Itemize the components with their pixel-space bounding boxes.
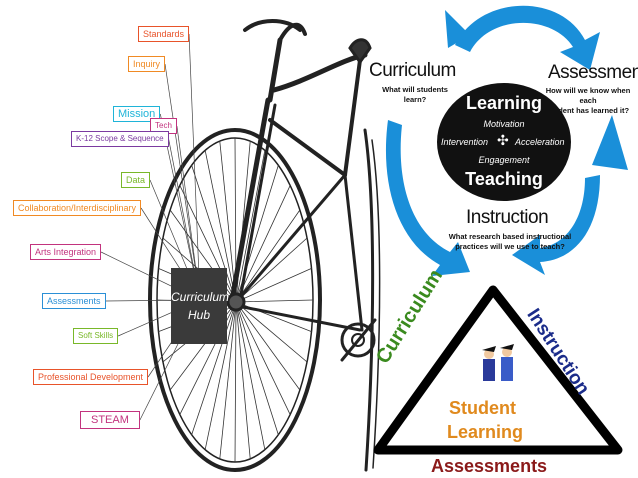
center-engagement: Engagement bbox=[478, 155, 530, 165]
center-intervention: Intervention bbox=[441, 137, 489, 147]
label-inquiry: Inquiry bbox=[128, 56, 166, 72]
label-arts-integration: Arts Integration bbox=[30, 244, 102, 260]
wheel-spoke bbox=[235, 185, 291, 303]
wheel-spoke bbox=[235, 301, 291, 415]
assessment-question-line1: How will we know when each bbox=[545, 86, 631, 105]
label-steam: STEAM bbox=[80, 411, 140, 429]
cycle-curriculum-title: Curriculum bbox=[369, 60, 456, 81]
cycle-curriculum-question: What will students learn? bbox=[382, 85, 448, 104]
graduates-icon bbox=[482, 344, 514, 381]
wheel-spoke bbox=[235, 299, 314, 303]
cycle-instruction-title: Instruction bbox=[466, 207, 549, 228]
wheel-spoke bbox=[219, 301, 237, 460]
curriculum-hub-box: Curriculum Hub bbox=[171, 268, 230, 344]
four-way-arrow-icon: ✣ bbox=[497, 132, 509, 148]
instruction-question-line1: What research based instructional bbox=[448, 232, 572, 241]
wheel-spoke bbox=[219, 140, 237, 303]
wheel-spoke bbox=[235, 301, 301, 391]
wheel-spoke bbox=[235, 209, 301, 303]
label-k12-scope-sequence: K-12 Scope & Sequence bbox=[71, 131, 169, 147]
label-soft-skills: Soft Skills bbox=[73, 328, 119, 344]
cycle-assessment-question: How will we know when each student has l… bbox=[538, 86, 638, 116]
wheel-spoke bbox=[235, 149, 266, 303]
instruction-question-line2: practices will we use to teach? bbox=[455, 242, 565, 251]
assessment-question-line2: student has learned it? bbox=[546, 106, 630, 115]
learning-teaching-circle: Learning Motivation Intervention ✣ Accel… bbox=[437, 83, 571, 201]
label-professional-development: Professional Development bbox=[33, 369, 149, 385]
center-motivation: Motivation bbox=[483, 119, 525, 129]
wheel-spoke bbox=[191, 301, 237, 436]
wheel-spoke bbox=[234, 301, 237, 463]
label-data: Data bbox=[121, 172, 151, 188]
wheel-spoke bbox=[235, 301, 279, 436]
wheel-spoke bbox=[235, 237, 308, 303]
label-leader-line bbox=[164, 63, 201, 301]
wheel-spoke bbox=[235, 301, 308, 363]
triangle-student-label: Student bbox=[449, 398, 516, 418]
cycle-assessment-title: Assessment bbox=[548, 62, 638, 83]
wheel-spoke bbox=[204, 149, 237, 303]
hub-line1: Curriculum bbox=[171, 290, 230, 304]
center-learning: Learning bbox=[465, 93, 542, 113]
wheel-spoke bbox=[235, 301, 251, 460]
label-assessments: Assessments bbox=[42, 293, 106, 309]
hub-line2: Hub bbox=[187, 308, 210, 322]
label-collaboration: Collaboration/Interdisciplinary bbox=[13, 200, 142, 216]
triangle-assessments-label: Assessments bbox=[431, 456, 548, 476]
label-leader-line bbox=[188, 33, 201, 301]
wheel-spoke bbox=[235, 301, 266, 451]
label-mission: Mission bbox=[113, 106, 161, 122]
triangle-learning-label: Learning bbox=[447, 422, 524, 442]
center-teaching: Teaching bbox=[465, 169, 543, 189]
wheel-spoke bbox=[191, 164, 237, 303]
label-standards: Standards bbox=[138, 26, 190, 42]
cycle-instruction-question: What research based instructional practi… bbox=[445, 232, 575, 252]
center-acceleration: Acceleration bbox=[515, 137, 565, 147]
wheel-spoke bbox=[204, 301, 237, 451]
wheel-spoke bbox=[235, 267, 312, 303]
